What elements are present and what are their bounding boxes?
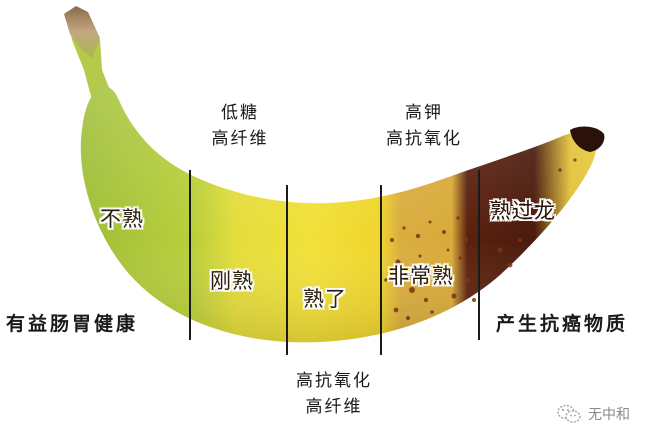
wechat-icon (557, 404, 581, 423)
benefit-ripe-line1: 高抗氧化 (296, 371, 372, 391)
benefit-very-ripe-line2: 高抗氧化 (386, 129, 462, 150)
divider-unripe-justripe (189, 170, 191, 340)
benefit-ripe-line2: 高纤维 (305, 397, 363, 418)
stage-label-overripe: 熟过龙 (490, 199, 556, 223)
benefit-very-ripe: 高钾 高抗氧化 (374, 100, 474, 153)
watermark-text: 无中和 (588, 407, 630, 423)
stage-label-just-ripe: 刚熟 (210, 269, 254, 293)
benefit-ripe: 高抗氧化 高纤维 (280, 368, 388, 421)
benefit-just-ripe: 低糖 高纤维 (200, 100, 280, 153)
divider-justripe-ripe (286, 185, 288, 355)
stage-label-unripe: 不熟 (100, 207, 144, 231)
benefit-just-ripe-line2: 高纤维 (211, 129, 269, 150)
banana-spots (384, 158, 577, 320)
stage-label-ripe: 熟了 (303, 287, 347, 311)
divider-ripe-veryripe (380, 185, 382, 355)
stage-label-very-ripe: 非常熟 (388, 264, 454, 288)
divider-veryripe-overripe (478, 170, 480, 340)
benefit-overripe: 产生抗癌物质 (496, 313, 629, 335)
benefit-very-ripe-line1: 高钾 (405, 103, 443, 123)
benefit-unripe: 有益肠胃健康 (6, 313, 139, 335)
watermark: 无中和 (556, 404, 630, 424)
banana-stem (64, 6, 100, 58)
benefit-just-ripe-line1: 低糖 (221, 103, 259, 123)
banana-tip (570, 126, 605, 152)
